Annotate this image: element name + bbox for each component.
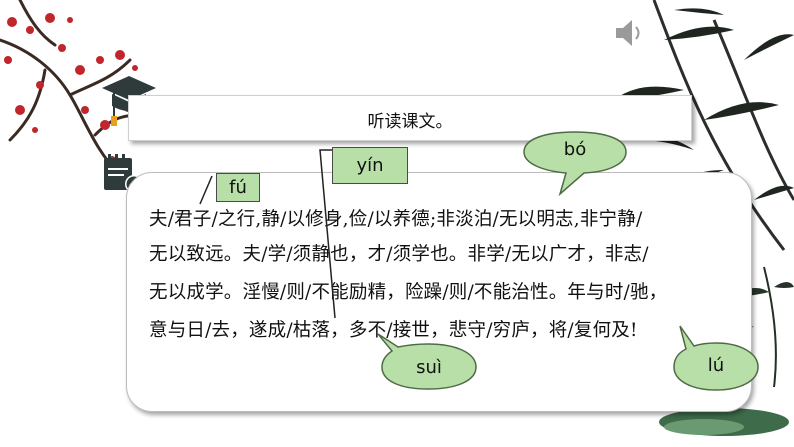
text-line: 意与日/去，遂成/枯落，多不/接世，悲守/穷庐，将/复何及! [149,320,638,341]
pinyin-box-yin: yín [332,147,408,184]
speaker-icon[interactable] [612,16,646,50]
speech-bubble-shape [523,131,627,197]
speech-bubble-shape [377,333,477,390]
text-line: 无以致远。夫/学/须静也，才/须学也。非学/无以广才，非志/ [149,244,649,265]
text-line: 夫/君子/之行,静/以修身,俭/以养德;非淡泊/无以明志,非宁静/ [149,209,643,230]
pinyin-bubble-sui: suì [370,330,480,392]
bubble-label-bo: bó [563,139,587,160]
pinyin-bubble-bo: bó [520,128,630,198]
bubble-label-sui: suì [416,357,442,378]
bubble-label-lu: lú [707,355,725,376]
pinyin-bubble-lu: lú [670,322,762,394]
title-text: 听读课文。 [367,112,453,132]
pinyin-box-fu: fú [216,173,260,202]
speech-bubble-shape [673,325,759,391]
text-line: 无以成学。淫慢/则/不能励精，险躁/则/不能治性。年与时/驰， [149,282,668,303]
